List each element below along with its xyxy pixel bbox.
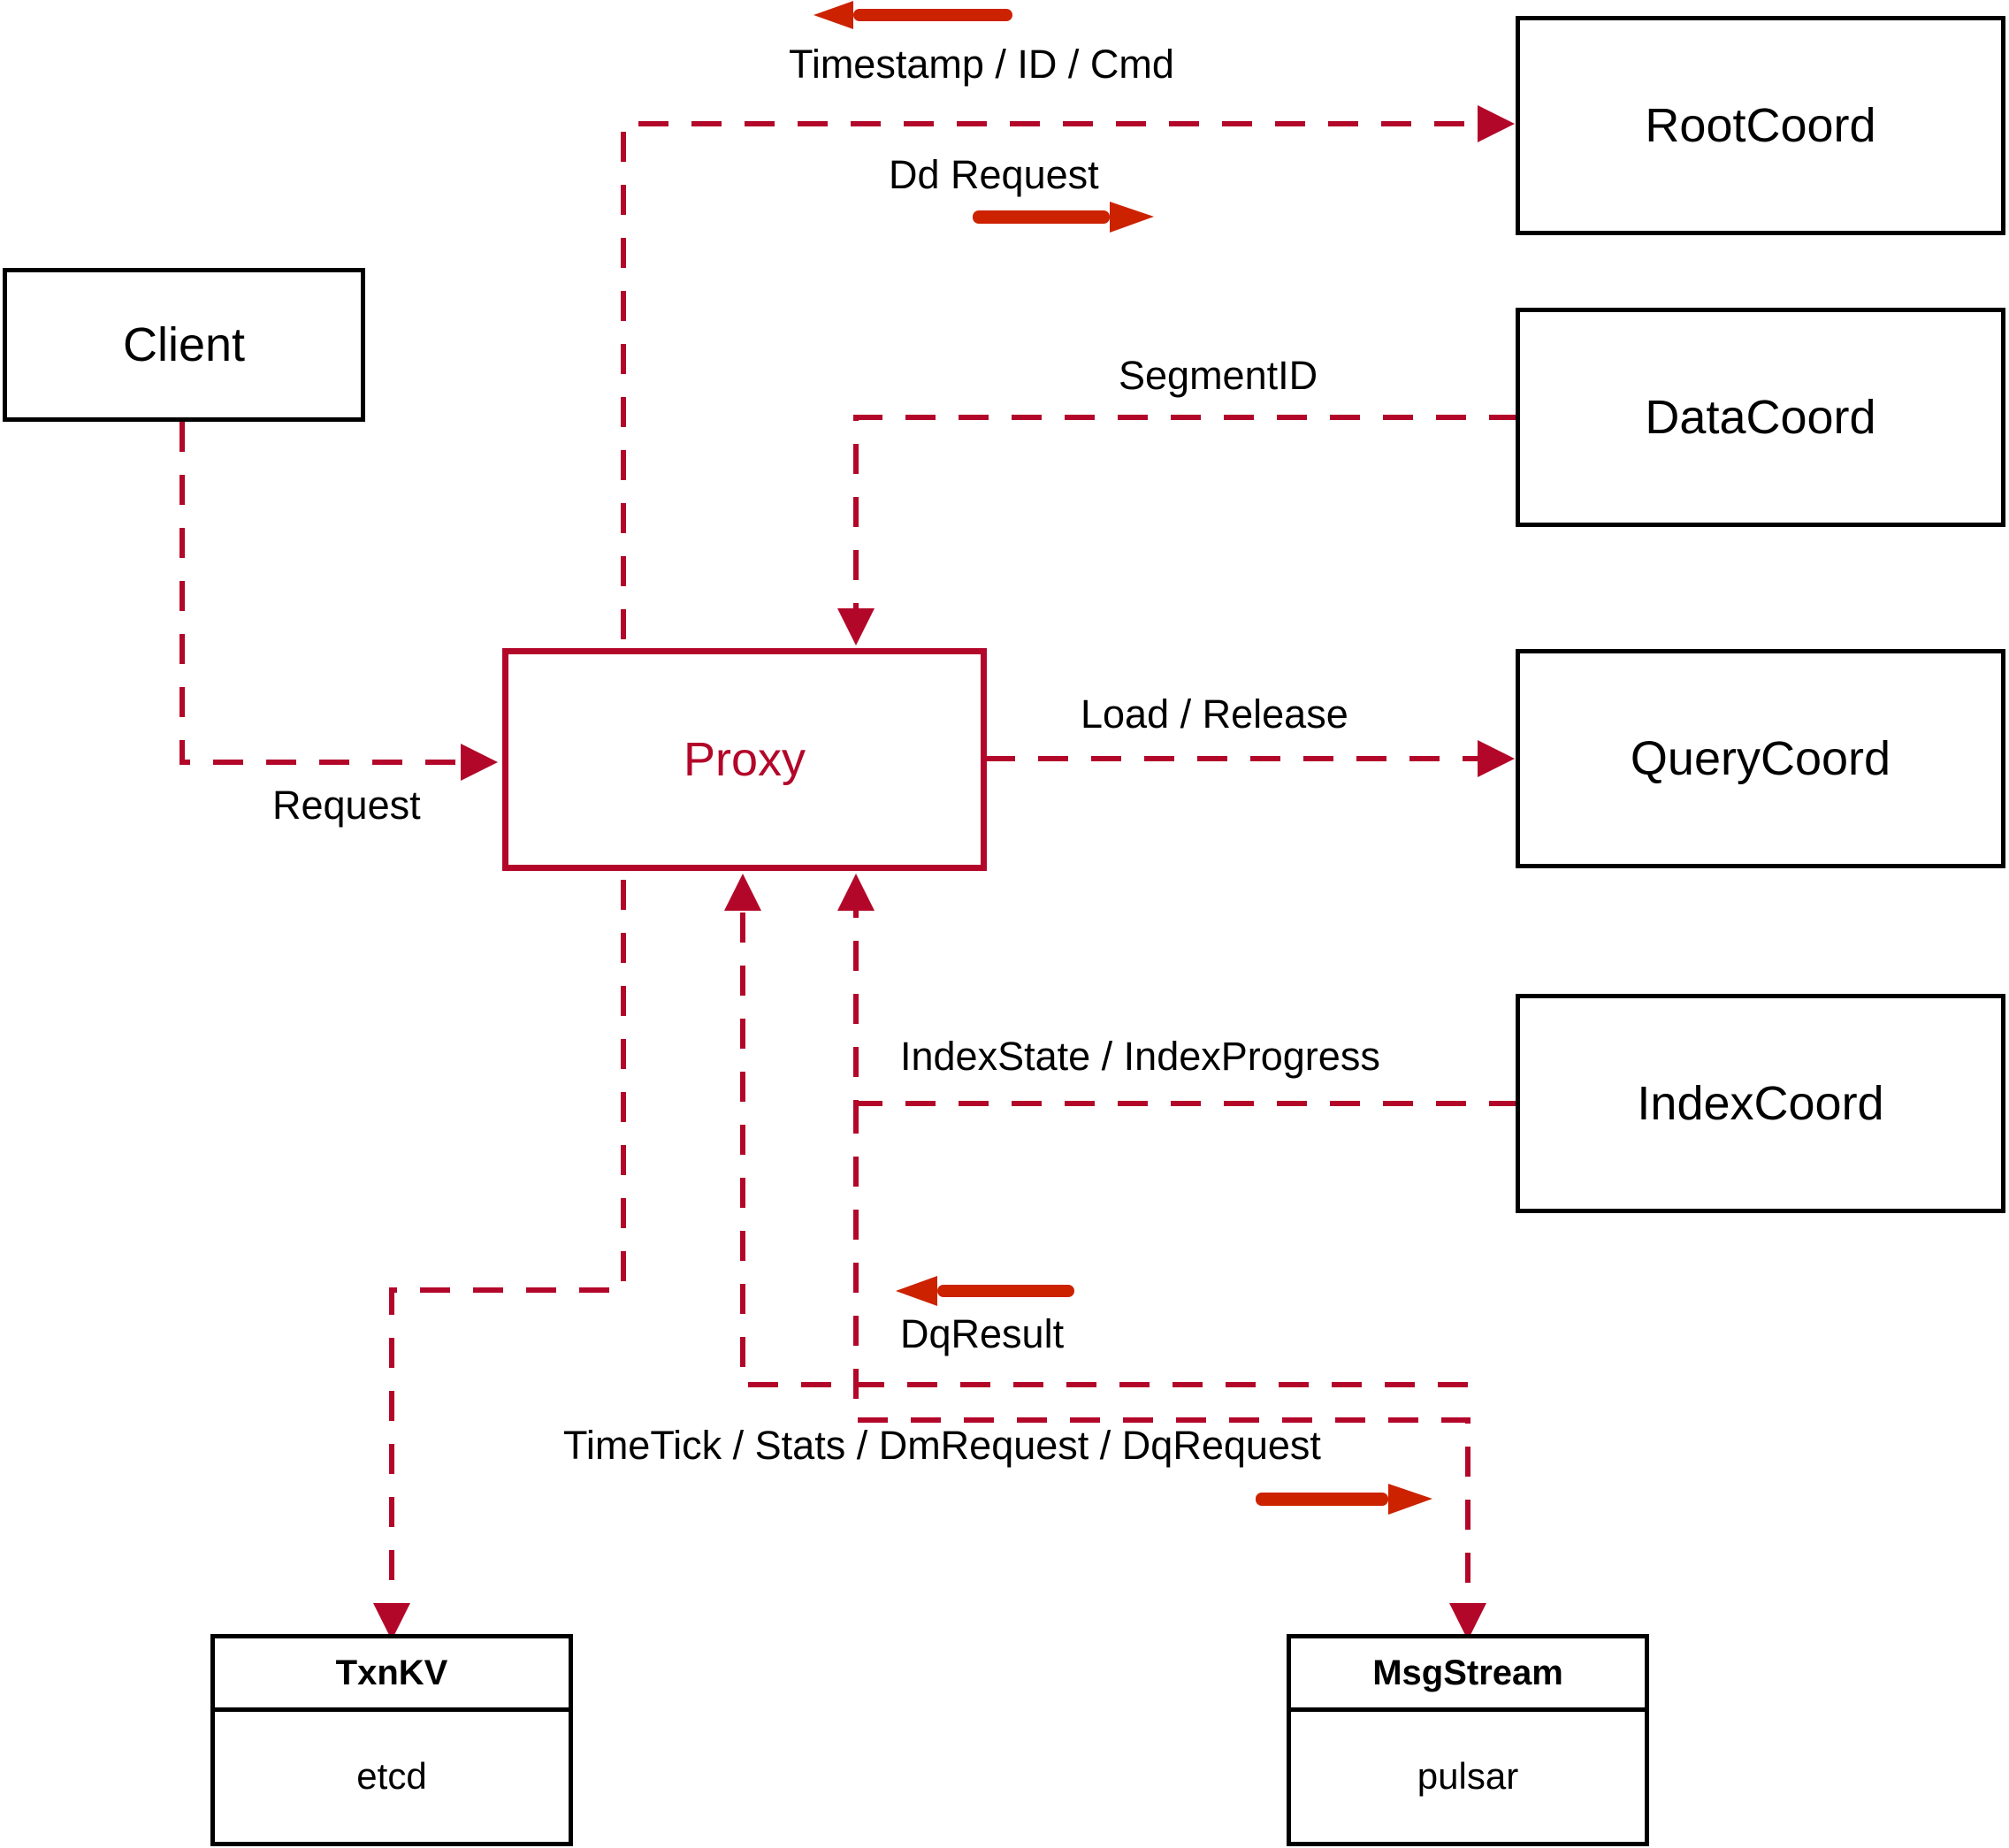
node-root-coord[interactable]: RootCoord: [1516, 16, 2005, 235]
edge-msgstream-proxy: [724, 874, 1468, 1387]
node-data-coord-label: DataCoord: [1645, 391, 1876, 444]
edge-label-dq-result: DqResult: [900, 1311, 1065, 1356]
node-msg-stream-title: MsgStream: [1372, 1653, 1563, 1692]
dashed-connectors: [180, 105, 1519, 1640]
node-txn-kv-subtitle: etcd: [356, 1755, 427, 1797]
node-txn-kv-body: etcd: [215, 1712, 569, 1841]
node-txn-kv-header: TxnKV: [215, 1638, 569, 1712]
node-proxy[interactable]: Proxy: [502, 648, 987, 871]
timetick-arrow-icon: [1256, 1484, 1432, 1515]
dqresult-arrow-icon: [896, 1276, 1074, 1306]
edge-label-timestamp: Timestamp / ID / Cmd: [789, 42, 1174, 87]
node-msg-stream-subtitle: pulsar: [1417, 1755, 1519, 1797]
node-msg-stream-body: pulsar: [1291, 1712, 1645, 1841]
edge-label-timetick: TimeTick / Stats / DmRequest / DqRequest: [563, 1423, 1321, 1468]
edge-label-load-release: Load / Release: [1081, 691, 1348, 737]
node-index-coord-label: IndexCoord: [1637, 1077, 1884, 1130]
edge-proxy-txnkv: [373, 880, 626, 1640]
edge-datacoord-proxy: [837, 415, 1519, 645]
edge-label-index-state: IndexState / IndexProgress: [900, 1034, 1380, 1079]
node-proxy-label: Proxy: [683, 733, 806, 786]
direction-hint-arrows: [814, 1, 1432, 1515]
edge-label-segment-id: SegmentID: [1119, 353, 1318, 398]
node-client-label: Client: [122, 318, 246, 371]
node-client[interactable]: Client: [3, 268, 365, 422]
node-txn-kv-title: TxnKV: [335, 1653, 448, 1692]
node-root-coord-label: RootCoord: [1645, 99, 1876, 152]
node-index-coord[interactable]: IndexCoord: [1516, 994, 2005, 1213]
node-msg-stream-header: MsgStream: [1291, 1638, 1645, 1712]
edge-label-dd-request: Dd Request: [889, 152, 1099, 197]
node-txn-kv[interactable]: TxnKV etcd: [210, 1634, 573, 1846]
timestamp-arrow-icon: [814, 1, 1012, 29]
node-query-coord[interactable]: QueryCoord: [1516, 649, 2005, 868]
node-data-coord[interactable]: DataCoord: [1516, 308, 2005, 527]
node-msg-stream[interactable]: MsgStream pulsar: [1287, 1634, 1649, 1846]
edge-client-proxy: [180, 422, 498, 781]
edge-proxy-rootcoord: [621, 105, 1515, 639]
edge-label-request: Request: [272, 783, 421, 828]
dd-request-arrow-icon: [973, 202, 1154, 233]
edge-proxy-msgstream: [853, 1103, 1486, 1640]
node-query-coord-label: QueryCoord: [1630, 732, 1891, 785]
